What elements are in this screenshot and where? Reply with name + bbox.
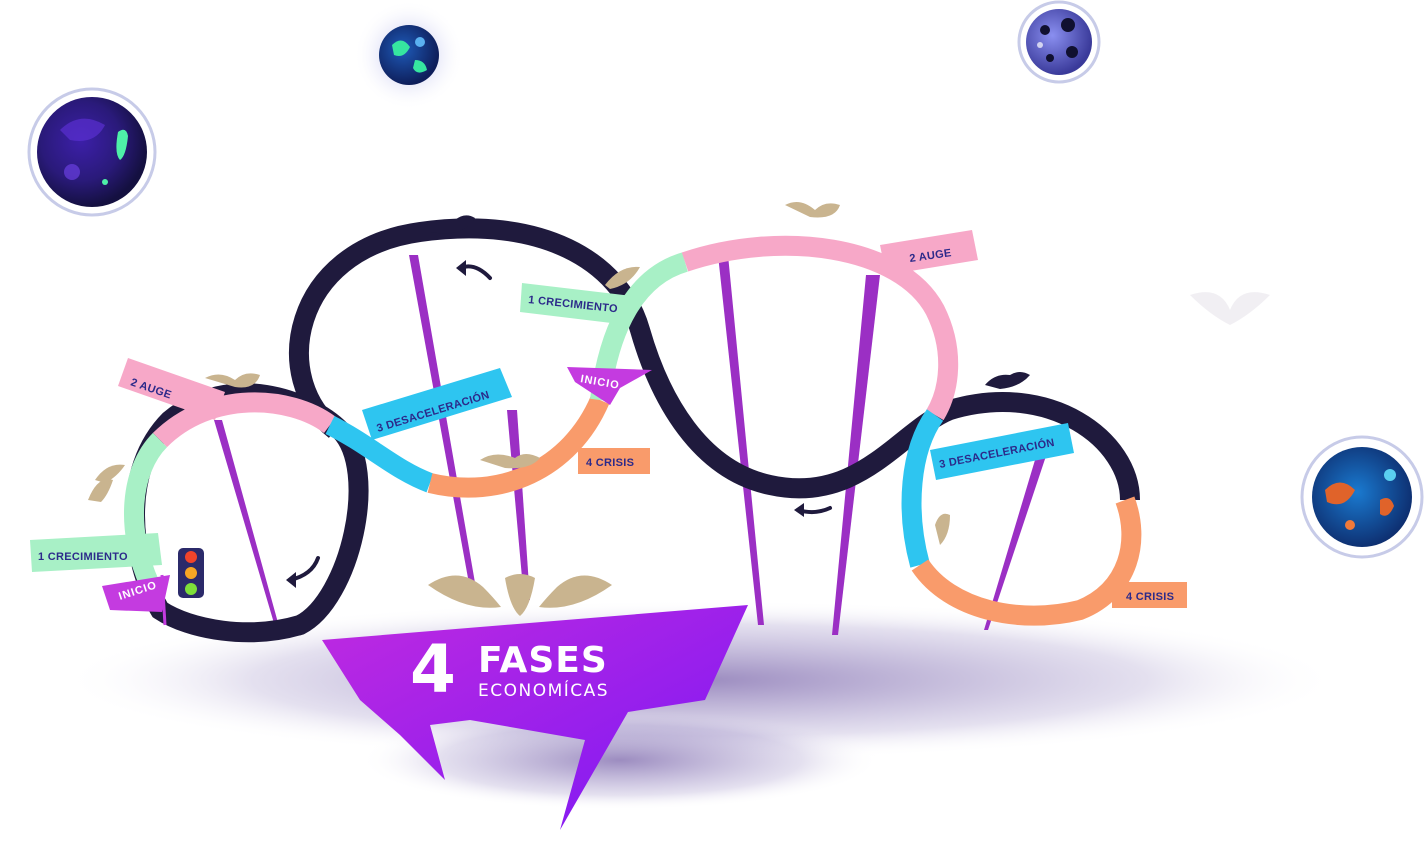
title-subtitle: ECONOMÍCAS [478,679,609,701]
phase-segment-desaceleracion [901,409,944,568]
title-eagle-icon [428,574,612,616]
phase-segment-auge [152,392,336,448]
planet-icon [27,87,157,217]
phase-segment-desaceleracion [325,416,434,493]
planet-icon [1300,435,1424,559]
phase-tag-crecimiento-right: 1 CRECIMIENTO [520,283,632,325]
watermark-eagle-icon [1190,292,1270,325]
title-number: 4 [410,631,456,708]
phase-segment-crisis [427,395,610,498]
title-banner [322,605,748,830]
eagle-icon [88,201,950,545]
phase-segment-crisis [911,496,1142,626]
svg-text:2 AUGE: 2 AUGE [909,247,953,265]
phase-segment-auge [681,235,959,421]
start-flag-right: INICIO [567,367,652,405]
svg-text:1 CRECIMIENTO: 1 CRECIMIENTO [38,551,128,563]
title-main: FASES [478,640,608,681]
arrow-head-icon [286,260,804,588]
phase-tag-auge-right: 2 AUGE [880,230,978,275]
phase-tag-desaceleracion-right: 3 DESACELERACIÓN [930,423,1074,480]
planet-icon [1017,0,1101,84]
planet-icon [354,0,464,110]
traffic-light-icon [178,548,204,598]
phase-tag-crisis-right: 4 CRISIS [1112,582,1187,608]
svg-text:4 CRISIS: 4 CRISIS [1126,591,1174,603]
ground-shadow-2 [360,710,880,810]
start-flag-left: INICIO [102,574,170,626]
phase-tag-crisis-left: 4 CRISIS [578,448,650,474]
track [289,218,1140,501]
phase-tag-auge-left: 2 AUGE [118,358,225,420]
svg-text:4 CRISIS: 4 CRISIS [586,457,634,469]
phase-tag-crecimiento-left: 1 CRECIMIENTO [30,533,162,572]
eagle-dark-icon [430,215,1030,389]
